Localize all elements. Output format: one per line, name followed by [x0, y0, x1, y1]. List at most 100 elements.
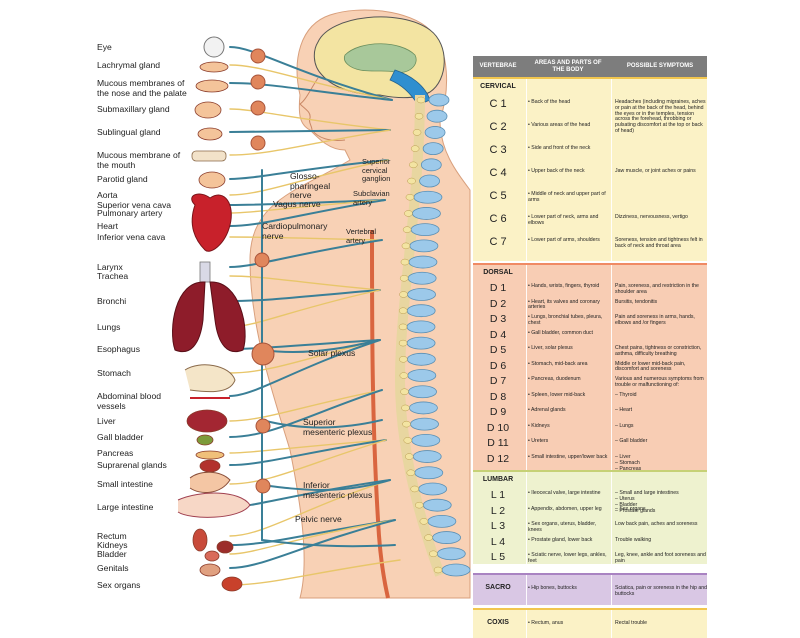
- section-title: LUMBAR: [482, 476, 514, 483]
- ganglion-7: [255, 478, 271, 494]
- nerve-root-18: [399, 372, 409, 379]
- nerve-root-19: [400, 388, 409, 395]
- body-area: • Lower part of arms, shoulders: [528, 237, 600, 243]
- symptom: Dizziness, nervousness, vertigo: [615, 214, 688, 220]
- nerve-branch-19: [229, 339, 381, 397]
- vertebral-artery-label: Vertebral artery: [346, 227, 377, 245]
- vertebra-6: [419, 174, 440, 188]
- table-row: D 9• Adrenal glands– Heart: [473, 406, 707, 422]
- genitals-illustration: [199, 563, 221, 577]
- body-area: • Stomach, mid-back area: [528, 360, 588, 367]
- rectum-illustration: [192, 528, 208, 552]
- table-row: D 6 • Stomach, mid-back area Middle or low…: [473, 360, 707, 376]
- organ-label-aorta: Aorta: [97, 190, 118, 200]
- organ-label-suprarenal-glands: Suprarenal glands: [97, 460, 167, 470]
- symptom: Pain and soreness in arms, hands, elbows…: [615, 314, 695, 326]
- table-row: D 8• Spleen, lower mid-back– Thyroid: [473, 391, 707, 407]
- symptom-list-item: – Prostate glands: [615, 508, 656, 514]
- nerve-root-25: [410, 485, 419, 493]
- column-divider: [611, 79, 612, 261]
- vertebra-1: [428, 93, 450, 107]
- vertebra-label: L 4: [490, 535, 506, 548]
- body-area: • Various areas of the head: [528, 122, 591, 128]
- symptom-list-item: – Bladder: [615, 502, 638, 508]
- column-divider: [526, 472, 527, 564]
- suprarenal-illustration: [199, 459, 221, 473]
- symptom-list-item: – Stomach: [615, 459, 640, 466]
- subclavian-artery-label: Subclavian artery: [353, 189, 390, 207]
- vertebra-30: [441, 563, 471, 577]
- vertebra-label: D 12: [486, 452, 510, 465]
- mucous-nose-illustration: [195, 79, 229, 93]
- bladder-illustration: [204, 550, 220, 562]
- organ-label-esophagus: Esophagus: [97, 344, 141, 354]
- eye-illustration: [203, 36, 225, 58]
- vertebra-label: D 6: [489, 359, 507, 372]
- vertebra-label: C 6: [489, 213, 507, 225]
- nerve-branch-8: [229, 159, 389, 196]
- symptom: – Gall bladder: [615, 438, 648, 444]
- organ-label-gall-bladder: Gall bladder: [97, 432, 144, 442]
- ganglion-6: [255, 418, 271, 434]
- nerve-branch-20: [229, 389, 383, 422]
- inferior-branch: [261, 479, 391, 491]
- parotid-illustration: [198, 171, 226, 189]
- symptom: – Lungs: [615, 422, 634, 429]
- body-area: • Gall bladder, common duct: [528, 329, 593, 336]
- body-area: • Hip bones, buttocks: [528, 585, 577, 591]
- ganglion-1: [250, 48, 266, 64]
- body-area: • Sex organs, uterus, bladder, knees: [528, 521, 597, 533]
- nerve-root-29: [429, 550, 438, 558]
- organ-label-trachea: Trachea: [97, 271, 129, 281]
- solar-plexus-label: Solar plexus: [308, 348, 356, 358]
- nerve-root-17: [399, 356, 408, 363]
- symptom: Various and numerous symptoms from troub…: [615, 376, 704, 388]
- nerve-root-27: [419, 518, 429, 525]
- right-lung-illustration: [209, 281, 246, 352]
- nerve-root-2: [414, 112, 424, 120]
- vertebra-16: [406, 336, 436, 350]
- vertebra-10: [409, 239, 439, 253]
- symptom: Middle or lower mid-back pain, discomfor…: [615, 360, 686, 373]
- face: [299, 77, 346, 141]
- vagus-nerve-label: Vagus nerve: [273, 199, 321, 209]
- left-lung-illustration: [172, 281, 206, 352]
- vertebra-14: [406, 304, 436, 318]
- glosso-pharingeal-label: Glosso-pharingeal nerve: [290, 171, 331, 200]
- column-divider: [526, 79, 527, 261]
- header-symptoms: POSSIBLE SYMPTOMS: [626, 63, 694, 70]
- body-area: • Middle of neck and upper part of arms: [528, 191, 606, 203]
- organ-label-pulmonary-artery: Pulmonary artery: [97, 208, 163, 218]
- nerve-branch-3: [229, 82, 393, 101]
- nerve-branch-4: [229, 108, 391, 131]
- nerve-branch-10: [229, 199, 386, 214]
- vertebra-22: [411, 433, 441, 447]
- section-title: SACRO: [485, 584, 511, 591]
- organ-label-parotid-gland: Parotid gland: [97, 174, 148, 184]
- nervous-system-illustration: [172, 9, 471, 599]
- column-divider: [611, 265, 612, 471]
- nerve-root-30: [433, 566, 443, 574]
- nerve-root-12: [399, 275, 409, 282]
- organ-label-liver: Liver: [97, 416, 116, 426]
- body-area: • Liver, solar plexus: [528, 345, 573, 351]
- nerve-root-8: [404, 210, 413, 217]
- vertebra-label: L 3: [490, 520, 506, 532]
- organ-label-bronchi: Bronchi: [97, 296, 127, 306]
- organ-label-heart: Heart: [97, 221, 119, 231]
- symptom-list-item: – Pancreas: [615, 465, 642, 472]
- vertebra-label: D 9: [489, 406, 507, 418]
- brain-inner: [343, 43, 417, 73]
- symptom: Low back pain, aches and soreness: [615, 521, 698, 527]
- symptom: Trouble walking: [615, 536, 652, 543]
- vertebra-label: C 7: [489, 236, 507, 248]
- symptom: – Heart: [615, 407, 633, 413]
- vertebra-7: [413, 190, 443, 204]
- body-area: • Small intestine, upper/lower back: [528, 453, 608, 460]
- table-row: D 10• Kidneys– Lungs: [473, 422, 707, 438]
